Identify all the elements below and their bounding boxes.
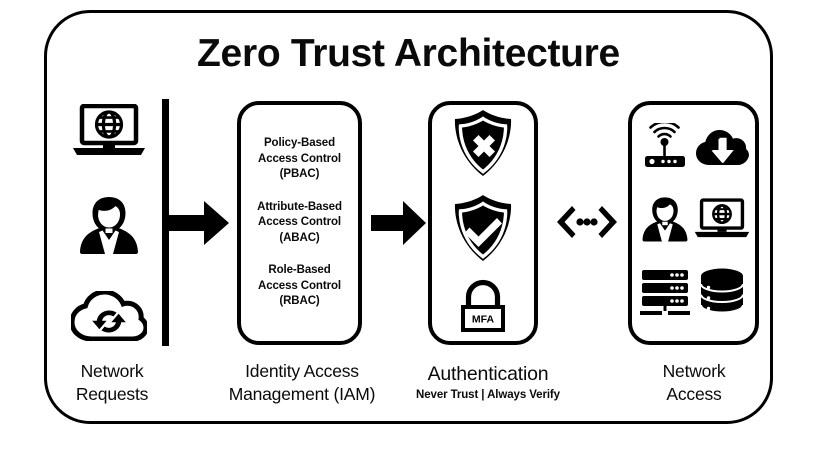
caption-network-requests: Network Requests — [75, 361, 149, 404]
person-user-icon — [641, 195, 689, 248]
caption-authentication-subtitle: Never Trust | Always Verify — [416, 389, 560, 401]
shield-approve-icon — [452, 194, 514, 267]
server-rack-icon — [639, 268, 691, 321]
cloud-sync-icon — [69, 289, 149, 346]
network-boundary-bar — [162, 99, 169, 346]
arrow-right-icon — [166, 199, 230, 252]
cloud-download-icon — [695, 125, 750, 174]
network-access-icon-grid — [628, 101, 759, 345]
caption-authentication: Authentication Never Trust | Always Veri… — [398, 362, 578, 403]
page-title: Zero Trust Architecture — [197, 32, 620, 75]
iam-panel — [237, 101, 362, 345]
iam-policy-list: Policy-Based Access Control (PBAC) Attri… — [237, 101, 362, 345]
list-item: Role-Based Access Control (RBAC) — [258, 264, 341, 308]
shield-deny-icon — [452, 109, 514, 182]
caption-network-access: Network Access — [662, 361, 726, 404]
list-item: Policy-Based Access Control (PBAC) — [258, 137, 341, 181]
arrow-right-icon — [371, 199, 427, 252]
caption-authentication-title: Authentication — [427, 363, 549, 385]
padlock-label: MFA — [472, 313, 495, 325]
list-item: Attribute-Based Access Control (ABAC) — [257, 200, 342, 244]
caption-iam: Identity Access Management (IAM) — [228, 361, 376, 404]
person-user-icon — [78, 195, 140, 260]
padlock-mfa-icon: MFA — [454, 279, 512, 342]
authentication-icon-column: MFA — [428, 101, 538, 345]
network-requests-icon-column — [68, 103, 150, 346]
wifi-router-icon — [640, 120, 690, 176]
database-icon — [698, 267, 746, 322]
laptop-globe-icon — [72, 103, 146, 163]
bidirectional-dots-icon — [556, 203, 618, 246]
laptop-globe-icon — [694, 198, 750, 245]
